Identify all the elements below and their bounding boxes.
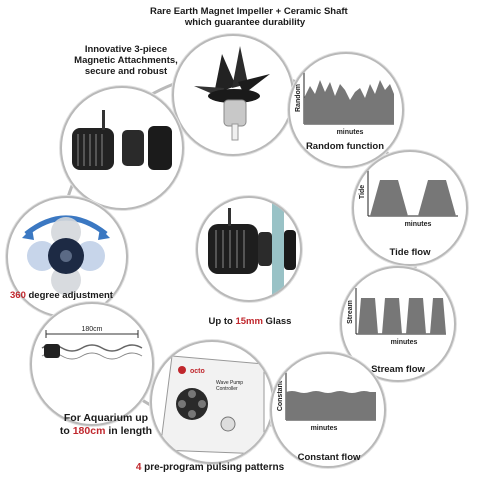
aquarium-circle: 180cm: [30, 302, 154, 426]
patterns-suffix: pre-program pulsing patterns: [141, 462, 285, 473]
tide-circle: Tide minutes: [352, 150, 468, 266]
pump-glass-circle: [196, 196, 302, 302]
impeller-caption-line2: which guarantee durability: [184, 17, 306, 28]
aquarium-prefix: to: [59, 425, 73, 437]
constant-circle: Constant minutes: [270, 352, 386, 468]
rotation-circle: [6, 196, 128, 318]
patterns-caption: 4 pre-program pulsing patterns: [130, 462, 290, 473]
magnetic-caption: Innovative 3-piece Magnetic Attachments,…: [64, 44, 188, 77]
constant-y-label: Constant: [277, 380, 284, 411]
controller-label-line1: Wave Pump: [216, 380, 243, 386]
random-x-label: minutes: [337, 129, 364, 136]
random-y-label: Random: [295, 84, 302, 112]
controller-brand: octo: [190, 368, 205, 375]
glass-suffix: Glass: [262, 316, 292, 327]
aquarium-value: 180cm: [72, 425, 106, 437]
magnet-circle: [60, 86, 184, 210]
magnet-parts-image: [72, 110, 172, 170]
glass-value: 15mm: [235, 316, 263, 327]
constant-chart: Constant minutes: [277, 368, 376, 432]
aquarium-image: 180cm: [41, 326, 143, 360]
aquarium-caption-line1: For Aquarium up: [63, 412, 149, 424]
impeller-image: [194, 46, 270, 141]
patterns-value: 4: [135, 462, 142, 473]
impeller-caption-line1: Rare Earth Magnet Impeller + Ceramic Sha…: [150, 6, 348, 17]
aquarium-suffix: in length: [105, 425, 153, 437]
adjust-value: 360: [10, 290, 26, 301]
tide-x-label: minutes: [405, 221, 432, 228]
rotation-image: [22, 215, 110, 295]
adjust-suffix: degree adjustment: [25, 290, 113, 301]
controller-circle: octo Wave Pump Controller: [150, 340, 274, 464]
impeller-caption: Rare Earth Magnet Impeller + Ceramic Sha…: [150, 6, 348, 28]
random-chart: Random minutes: [295, 68, 394, 136]
random-circle: Random minutes: [288, 52, 404, 168]
constant-caption: Constant flow: [297, 452, 361, 463]
adjust-caption: 360 degree adjustment: [10, 290, 122, 301]
glass-caption: Up to 15mm Glass: [190, 316, 310, 327]
aquarium-caption: For Aquarium up to 180cm in length: [46, 412, 166, 438]
tide-chart: Tide minutes: [359, 166, 458, 228]
controller-image: octo Wave Pump Controller: [159, 355, 265, 455]
glass-prefix: Up to: [208, 316, 236, 327]
pump-glass-image: [208, 198, 296, 300]
magnetic-caption-line1: Innovative 3-piece: [84, 44, 168, 55]
aquarium-length-label: 180cm: [81, 326, 102, 333]
controller-label-line2: Controller: [216, 386, 238, 392]
stream-x-label: minutes: [391, 339, 418, 346]
impeller-circle: [172, 34, 294, 156]
random-caption: Random function: [305, 141, 385, 152]
tide-y-label: Tide: [359, 185, 366, 199]
constant-x-label: minutes: [311, 425, 338, 432]
stream-chart: Stream minutes: [347, 288, 446, 346]
tide-caption: Tide flow: [389, 247, 431, 258]
stream-caption: Stream flow: [371, 364, 425, 375]
stream-y-label: Stream: [347, 300, 354, 324]
magnetic-caption-line3: secure and robust: [84, 66, 168, 77]
magnetic-caption-line2: Magnetic Attachments,: [74, 55, 178, 66]
